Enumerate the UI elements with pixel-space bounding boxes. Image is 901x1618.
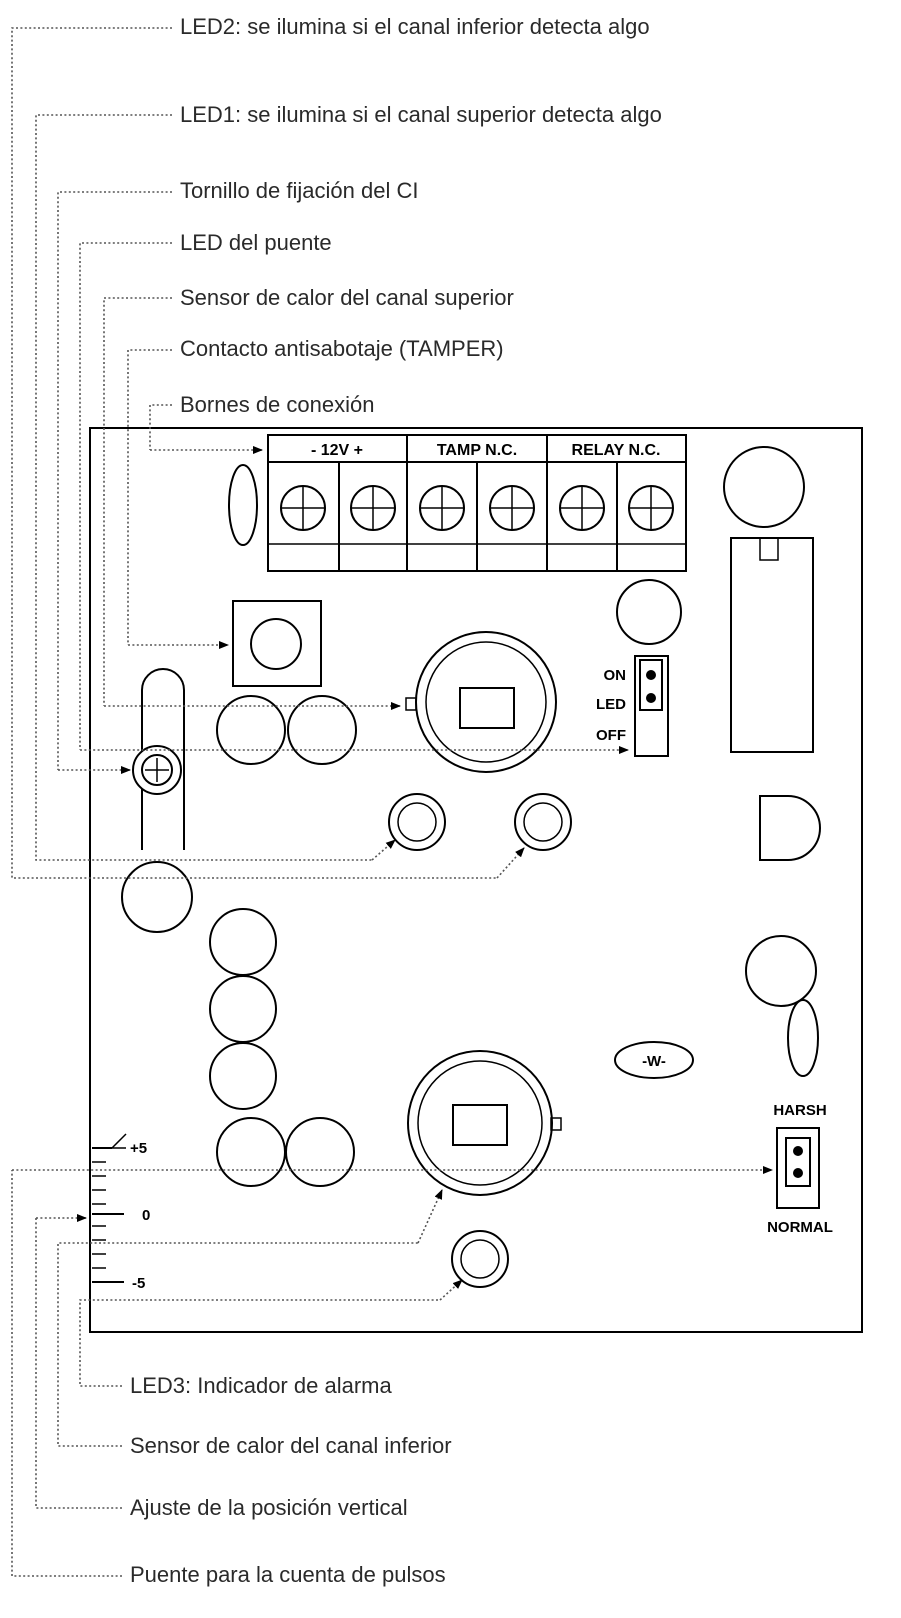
component-circle [723,446,805,528]
resistor: -W- [614,1041,694,1079]
callout-led3: LED3: Indicador de alarma [130,1373,392,1398]
resistor-symbol: -W- [642,1053,666,1070]
led-jumper-on-label: ON [604,667,627,684]
component-circle [209,908,277,976]
terminal-screw-icon [280,485,326,531]
callout-led2: LED2: se ilumina si el canal inferior de… [180,14,650,39]
led-jumper: ON LED OFF [596,655,669,757]
upper-heat-sensor [405,631,557,773]
oval-component [787,999,819,1077]
mounting-slot [121,668,193,933]
scale-plus-label: +5 [130,1140,147,1157]
pulse-jumper: HARSH NORMAL [767,1102,833,1236]
component-circle [209,975,277,1043]
pcb-board [89,427,863,1333]
terminal-screw-icon [350,485,396,531]
component-circle [616,579,682,645]
callout-sensor-superior: Sensor de calor del canal superior [180,285,514,310]
component-circle [216,695,286,765]
callout-bornes: Bornes de conexión [180,392,374,417]
tamper-switch [232,600,322,687]
terminal-screw-icon [419,485,465,531]
callout-tornillo: Tornillo de fijación del CI [180,178,418,203]
component-circle [745,935,817,1007]
vertical-scale: +5 0 -5 [92,1133,150,1292]
callout-ajuste-vertical: Ajuste de la posición vertical [130,1495,408,1520]
terminal-label-power: - 12V + [311,442,363,459]
led-jumper-led-label: LED [596,696,626,713]
led-jumper-off-label: OFF [596,727,626,744]
led2-indicator [514,793,572,851]
callout-tamper: Contacto antisabotaje (TAMPER) [180,336,504,361]
led3-indicator [451,1230,509,1288]
terminal-screw-icon [489,485,535,531]
component-circle [209,1042,277,1110]
scale-minus-label: -5 [132,1275,145,1292]
callout-puente-pulsos: Puente para la cuenta de pulsos [130,1562,446,1587]
pulse-jumper-harsh-label: HARSH [773,1102,826,1119]
oval-component [228,464,258,546]
ic-chip [730,537,814,753]
component-circle [285,1117,355,1187]
terminal-label-tamp: TAMP N.C. [437,442,517,459]
callout-sensor-inferior: Sensor de calor del canal inferior [130,1433,452,1458]
lower-heat-sensor [407,1050,562,1196]
pulse-jumper-normal-label: NORMAL [767,1219,833,1236]
terminal-block: - 12V + TAMP N.C. RELAY N.C. [267,434,687,572]
d-component [759,795,821,861]
callout-led-puente: LED del puente [180,230,332,255]
terminal-screw-icon [559,485,605,531]
component-circle [287,695,357,765]
terminal-screw-icon [628,485,674,531]
terminal-label-relay: RELAY N.C. [572,442,661,459]
callout-led1: LED1: se ilumina si el canal superior de… [180,102,662,127]
scale-zero-label: 0 [142,1207,150,1224]
led1-indicator [388,793,446,851]
component-circle [216,1117,286,1187]
